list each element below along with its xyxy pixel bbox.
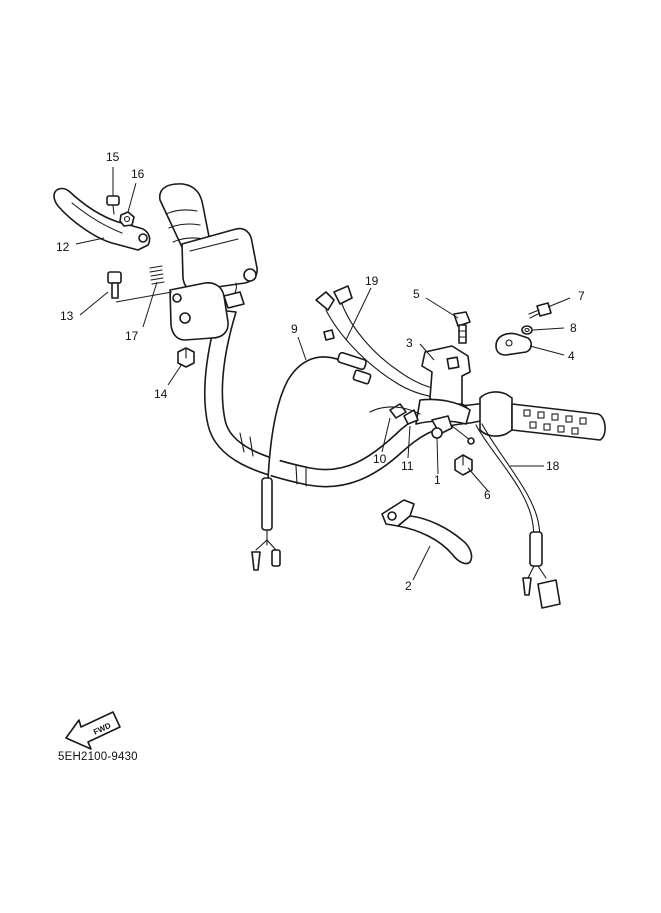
cable-loop — [369, 406, 421, 415]
nut-14 — [177, 347, 195, 368]
grip-pattern — [523, 409, 587, 435]
nut-6 — [454, 454, 473, 476]
cable-18 — [475, 423, 561, 609]
clamp-11 — [403, 409, 419, 425]
callout-11: 11 — [401, 459, 414, 473]
cover-4 — [495, 332, 532, 356]
callout-13: 13 — [60, 309, 74, 323]
leader-lines — [75, 167, 571, 581]
callout-9: 9 — [291, 322, 298, 336]
callout-labels: 15 16 12 13 17 14 19 9 5 3 7 8 4 6 1 10 … — [56, 150, 585, 593]
callout-4: 4 — [568, 349, 575, 363]
callout-19: 19 — [365, 274, 379, 288]
callout-1: 1 — [434, 473, 441, 487]
throttle-lever-1 — [415, 398, 475, 445]
callout-10: 10 — [373, 452, 387, 466]
callout-18: 18 — [546, 459, 560, 473]
wire-harness-19 — [315, 285, 443, 399]
clutch-lever-2 — [381, 499, 473, 565]
callout-17: 17 — [125, 329, 139, 343]
callout-5: 5 — [413, 287, 420, 301]
screw-7 — [528, 302, 552, 319]
throttle-cable-9 — [251, 351, 372, 571]
left-brake-lever — [53, 187, 151, 251]
bolt-5 — [453, 311, 471, 344]
callout-6: 6 — [484, 488, 491, 502]
left-lever-holder — [169, 282, 245, 341]
callout-12: 12 — [56, 240, 70, 254]
callout-16: 16 — [131, 167, 145, 181]
handlebar — [203, 309, 487, 488]
bolt-15 — [106, 195, 120, 215]
diagram-code: 5EH2100-9430 — [58, 751, 138, 763]
right-grip — [479, 391, 606, 441]
callout-2: 2 — [405, 579, 412, 593]
nut-16 — [119, 211, 135, 227]
callout-14: 14 — [154, 387, 168, 401]
callout-15: 15 — [106, 150, 120, 164]
callout-3: 3 — [406, 336, 413, 350]
callout-8: 8 — [570, 321, 577, 335]
callout-7: 7 — [578, 289, 585, 303]
fwd-arrow-icon: FWD — [65, 711, 121, 750]
bolt-13 — [107, 271, 122, 299]
washer-8 — [521, 325, 533, 335]
spring-17 — [149, 265, 165, 285]
